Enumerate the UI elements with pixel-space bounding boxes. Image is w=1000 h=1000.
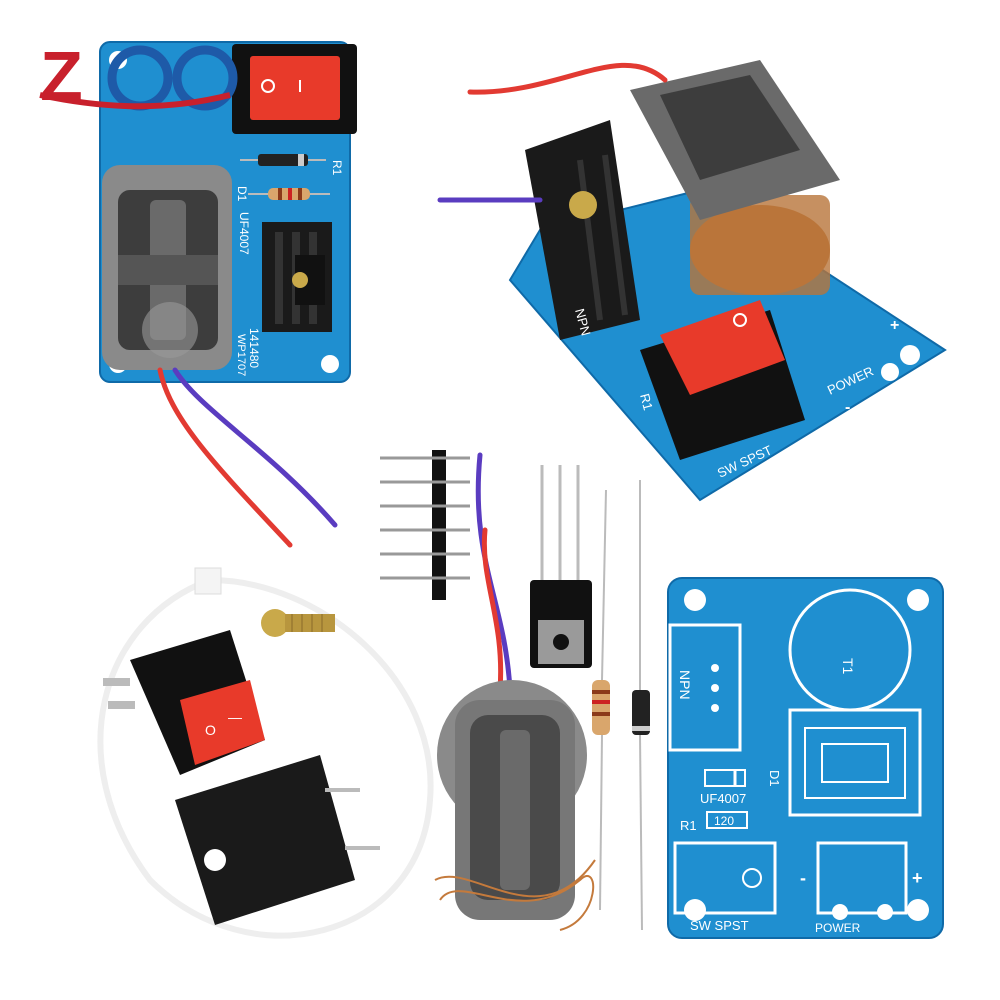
screw [569,191,597,219]
transistor [530,465,592,668]
label-plus: + [912,868,923,888]
label-d1: D1 [235,186,249,202]
loose-diode [632,480,650,931]
loose-heatsink [175,755,380,925]
zip-tie-head [194,567,222,595]
heatsink [525,120,640,340]
purple-wire [172,367,338,528]
assembled-module-top-right: NPN R1 POWER SW SPST + - [437,60,947,502]
label-diode: UF4007 [237,212,251,255]
loose-transformer [434,452,596,931]
label-diode: UF4007 [700,791,746,806]
label-plus: + [890,317,899,334]
red-wire [157,367,293,548]
screw [261,609,335,637]
ferrite-transformer [630,60,840,295]
loose-parts: — O [97,450,650,939]
diode [258,154,308,166]
switch-mark-on: — [228,709,242,725]
label-part: WP1707 [235,334,247,376]
label-code: 141480 [247,328,261,368]
label-switch: SW SPST [690,918,749,933]
label-npn: NPN [572,307,594,337]
label-t1: T1 [840,658,856,675]
pin-header [380,450,470,600]
label-r1: R1 [330,160,344,176]
blank-pcb: T1 NPN D1 UF4007 R1 120 SW SPST POWER + … [667,577,944,939]
label-minus: - [800,868,806,888]
brand-logo: Z [39,37,238,115]
label-power: POWER [815,921,861,935]
assembled-module-top-left: UF4007 R1 D1 141480 WP1707 [99,41,357,548]
loose-rocker-switch: — O [103,630,265,775]
ferrite-transformer [102,165,232,370]
label-r1: R1 [680,818,697,833]
red-wire [467,62,668,95]
label-r1: R1 [637,392,656,412]
loose-resistor [592,489,610,911]
switch-mark-off: O [205,722,216,738]
label-resistor: 120 [714,814,734,828]
label-npn: NPN [677,670,693,700]
logo-c [172,45,238,111]
rocker-switch [640,300,805,460]
zip-tie [97,577,434,939]
label-minus: - [845,399,850,416]
label-d1: D1 [767,770,782,787]
logo-swoosh [39,92,231,110]
